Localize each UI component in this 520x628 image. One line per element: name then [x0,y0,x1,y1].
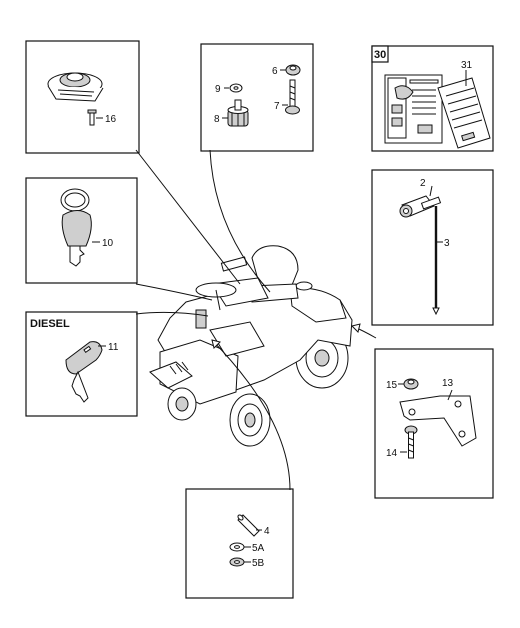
callout-11: 11 [108,342,119,353]
leader-ignition [135,283,213,301]
frame-bracket [374,348,494,499]
leader-seat-switch [135,149,241,285]
callout-15: 15 [386,380,398,391]
arrowhead-pins [211,339,221,349]
washer-5b [229,557,245,567]
screw-16 [87,109,97,126]
frame-fasteners-top [200,43,314,152]
knob-8 [227,99,249,127]
callout-2: 2 [420,178,426,189]
callout-4: 4 [264,526,270,537]
decal-sheet [384,74,443,144]
leader-fasteners [209,149,271,293]
nut-15 [403,378,419,390]
callout-13: 13 [442,378,454,389]
label-diesel: DIESEL [30,318,70,330]
callout-10: 10 [102,238,114,249]
washer-9 [229,83,243,93]
arrowhead-bracket [351,323,361,333]
key-11 [65,341,103,403]
box30-tab [371,45,389,63]
manual-31 [437,77,491,149]
rod-3 [432,206,440,316]
bolt-7 [285,79,300,115]
callout-16: 16 [105,114,117,125]
bolt-14 [404,425,418,459]
callout-31: 31 [461,60,473,71]
washer-5a [229,542,245,552]
socket-tool-2 [399,195,442,218]
tractor-illustration [149,245,353,447]
seat-switch-part [47,72,104,102]
label-30: 30 [374,49,386,61]
callout-3: 3 [444,238,450,249]
leader-pins [211,339,291,491]
callout-5b: 5B [252,558,265,569]
callout-6: 6 [272,66,278,77]
callout-5a: 5A [252,543,265,554]
leader-diesel [135,311,209,317]
pin-4 [237,514,260,537]
callout-7: 7 [274,101,280,112]
nut-6 [285,64,301,76]
callout-8: 8 [214,114,220,125]
key-10 [60,188,92,267]
callout-9: 9 [215,84,221,95]
callout-14: 14 [386,448,398,459]
frame-tools [371,169,494,326]
